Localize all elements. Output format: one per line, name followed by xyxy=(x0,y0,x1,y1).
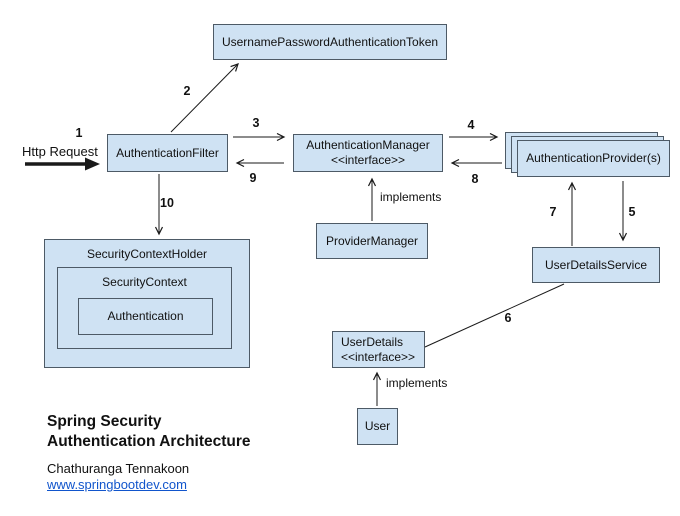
step-label-3: 3 xyxy=(252,116,260,130)
diagram-title: Spring Security Authentication Architect… xyxy=(47,412,251,452)
step-label-4: 4 xyxy=(467,118,475,132)
node-label: ProviderManager xyxy=(325,233,419,248)
node-security-context-holder: SecurityContextHolder SecurityContext Au… xyxy=(44,239,250,368)
implements-label-user: implements xyxy=(386,376,448,390)
implements-label-provider-manager: implements xyxy=(380,190,442,204)
node-security-context: SecurityContext Authentication xyxy=(57,267,232,349)
node-label: AuthenticationFilter xyxy=(116,145,219,160)
http-request-arrow xyxy=(25,157,100,171)
node-provider-manager: ProviderManager xyxy=(316,223,428,259)
arrow-step-2 xyxy=(170,64,238,133)
node-user-details: UserDetails <<interface>> xyxy=(332,331,425,368)
step-label-5: 5 xyxy=(628,205,636,219)
node-label: UserDetails xyxy=(341,334,404,349)
node-label: SecurityContext xyxy=(102,275,187,289)
node-username-password-authentication-token: UsernamePasswordAuthenticationToken xyxy=(213,24,447,60)
diagram-title-line1: Spring Security xyxy=(47,413,162,430)
author-name: Chathuranga Tennakoon xyxy=(47,461,190,476)
step-label-9: 9 xyxy=(249,171,257,185)
node-stereotype: <<interface>> xyxy=(341,349,416,364)
node-label: SecurityContextHolder xyxy=(86,247,208,261)
diagram-title-line2: Authentication Architecture xyxy=(47,433,251,450)
step-label-10: 10 xyxy=(160,196,174,210)
node-label: AuthenticationProvider(s) xyxy=(526,151,661,165)
node-label: UserDetailsService xyxy=(544,257,648,272)
node-stereotype: <<interface>> xyxy=(330,153,406,167)
step-label-1: 1 xyxy=(75,126,83,140)
node-label: Authentication xyxy=(107,309,184,323)
step-label-7: 7 xyxy=(549,205,557,219)
node-authentication-providers: AuthenticationProvider(s) xyxy=(517,140,670,177)
step-label-6: 6 xyxy=(504,311,512,325)
step-label-2: 2 xyxy=(183,84,191,98)
node-user: User xyxy=(357,408,398,445)
http-request-label: Http Request xyxy=(22,144,98,159)
website-link[interactable]: www.springbootdev.com xyxy=(47,477,187,492)
step-label-8: 8 xyxy=(471,172,479,186)
line-step-6 xyxy=(424,283,565,348)
node-authentication-manager: AuthenticationManager <<interface>> xyxy=(293,134,443,172)
node-label: UsernamePasswordAuthenticationToken xyxy=(221,34,439,49)
node-label: User xyxy=(364,419,391,433)
node-authentication-filter: AuthenticationFilter xyxy=(107,134,228,172)
node-label: AuthenticationManager xyxy=(306,138,430,152)
node-authentication: Authentication xyxy=(78,298,213,335)
node-user-details-service: UserDetailsService xyxy=(532,247,660,283)
